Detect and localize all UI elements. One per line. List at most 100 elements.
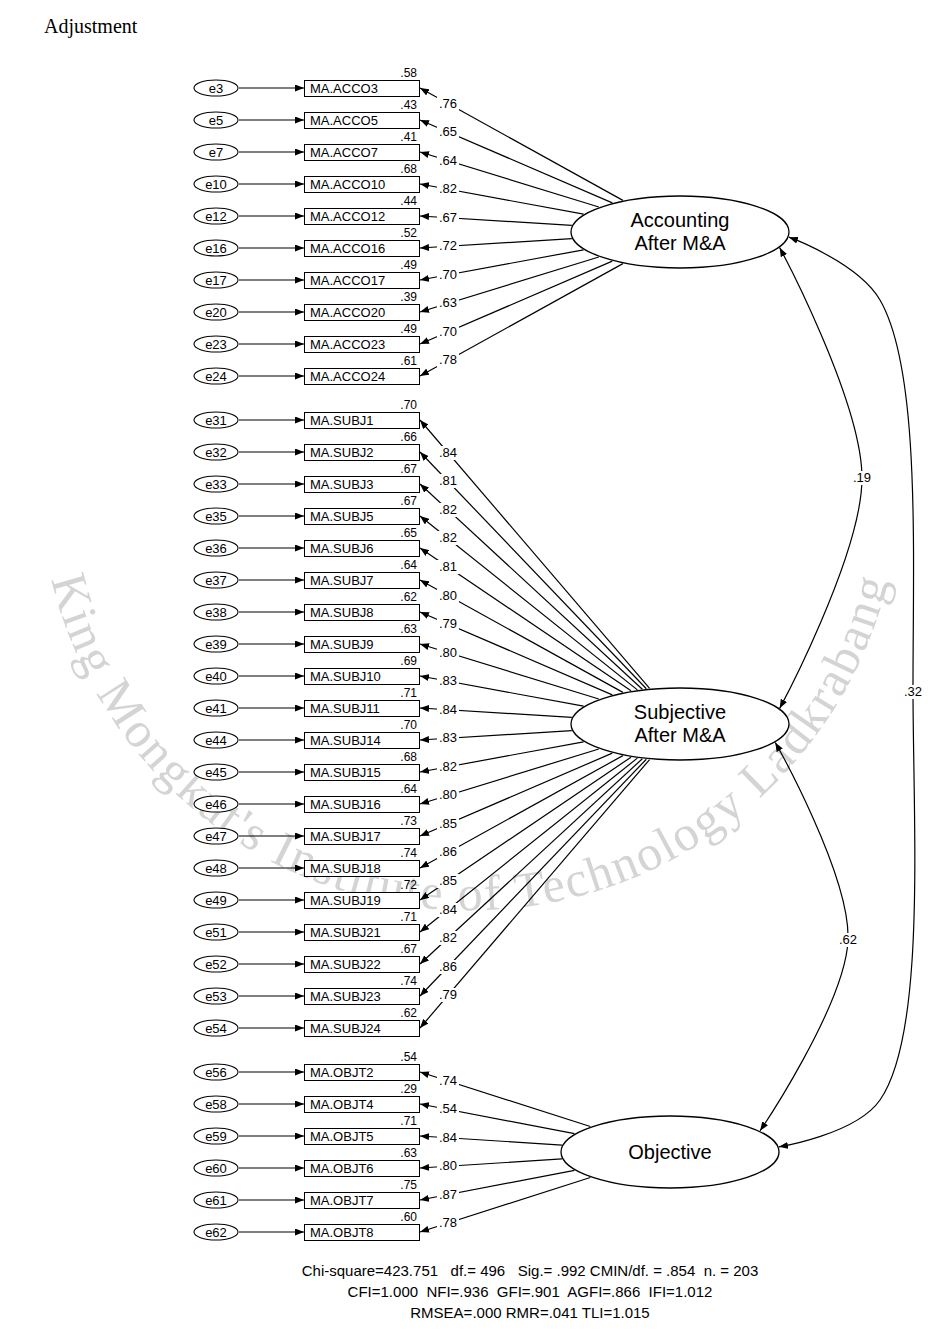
path-coefficient: .72 — [437, 239, 459, 253]
error-arrow — [239, 835, 304, 836]
error-arrow — [239, 963, 304, 964]
error-term: e38 — [193, 603, 239, 621]
variable-name: MA.SUBJ18 — [310, 861, 381, 876]
error-arrow — [239, 279, 304, 280]
loading-arrow — [420, 757, 631, 900]
error-label: e49 — [205, 893, 227, 908]
loading-arrow — [420, 516, 637, 690]
observed-variable: MA.SUBJ15.68 — [304, 764, 420, 781]
error-arrow — [239, 311, 304, 312]
error-term: e48 — [193, 859, 239, 877]
variable-name: MA.SUBJ21 — [310, 925, 381, 940]
error-arrow — [239, 579, 304, 580]
variable-name: MA.SUBJ19 — [310, 893, 381, 908]
loading-arrow — [420, 548, 631, 691]
error-arrow — [239, 899, 304, 900]
fit-statistics: CFI=1.000 NFI=.936 GFI=.901 AGFI=.866 IF… — [348, 1283, 713, 1301]
variable-name: MA.SUBJ16 — [310, 797, 381, 812]
observed-variable: MA.SUBJ10.69 — [304, 668, 420, 685]
latent-name: Objective — [628, 1141, 711, 1164]
path-coefficient: .78 — [437, 353, 459, 367]
correlation-arrow — [780, 248, 862, 709]
variable-name: MA.ACCO17 — [310, 273, 385, 288]
path-coefficient: .81 — [437, 474, 459, 488]
r-squared: .74 — [400, 975, 417, 988]
r-squared: .63 — [400, 1147, 417, 1160]
error-term: e5 — [193, 111, 239, 129]
error-label: e40 — [205, 669, 227, 684]
path-coefficient: .81 — [437, 560, 459, 574]
path-coefficient: .85 — [437, 874, 459, 888]
observed-variable: MA.SUBJ2.66 — [304, 444, 420, 461]
r-squared: .71 — [400, 911, 417, 924]
error-term: e3 — [193, 79, 239, 97]
error-label: e59 — [205, 1129, 227, 1144]
r-squared: .60 — [400, 1211, 417, 1224]
error-term: e36 — [193, 539, 239, 557]
variable-name: MA.ACCO5 — [310, 113, 378, 128]
error-term: e33 — [193, 475, 239, 493]
error-label: e48 — [205, 861, 227, 876]
r-squared: .62 — [400, 591, 417, 604]
variable-name: MA.ACCO23 — [310, 337, 385, 352]
error-term: e52 — [193, 955, 239, 973]
latent-variable: Accounting After M&A — [570, 195, 790, 269]
error-label: e16 — [205, 241, 227, 256]
error-term: e59 — [193, 1127, 239, 1145]
observed-variable: MA.OBJT5.71 — [304, 1128, 420, 1145]
variable-name: MA.OBJT5 — [310, 1129, 374, 1144]
r-squared: .61 — [400, 355, 417, 368]
error-arrow — [239, 87, 304, 88]
observed-variable: MA.SUBJ7.64 — [304, 572, 420, 589]
error-term: e44 — [193, 731, 239, 749]
correlation-coefficient: .32 — [902, 685, 924, 699]
error-label: e41 — [205, 701, 227, 716]
observed-variable: MA.SUBJ21.71 — [304, 924, 420, 941]
error-label: e17 — [205, 273, 227, 288]
observed-variable: MA.SUBJ5.67 — [304, 508, 420, 525]
loading-arrow — [420, 612, 612, 695]
r-squared: .54 — [400, 1051, 417, 1064]
variable-name: MA.ACCO10 — [310, 177, 385, 192]
observed-variable: MA.SUBJ6.65 — [304, 540, 420, 557]
error-term: e45 — [193, 763, 239, 781]
error-label: e31 — [205, 413, 227, 428]
diagram-title: Adjustment — [44, 14, 137, 38]
error-arrow — [239, 215, 304, 216]
observed-variable: MA.ACCO24.61 — [304, 368, 420, 385]
error-arrow — [239, 1231, 304, 1232]
variable-name: MA.SUBJ22 — [310, 957, 381, 972]
loading-arrow — [420, 261, 612, 344]
error-term: e53 — [193, 987, 239, 1005]
r-squared: .75 — [400, 1179, 417, 1192]
error-arrow — [239, 867, 304, 868]
r-squared: .68 — [400, 751, 417, 764]
path-coefficient: .86 — [437, 960, 459, 974]
latent-name: Subjective After M&A — [618, 701, 743, 747]
variable-name: MA.SUBJ1 — [310, 413, 374, 428]
r-squared: .70 — [400, 719, 417, 732]
observed-variable: MA.SUBJ3.67 — [304, 476, 420, 493]
error-arrow — [239, 419, 304, 420]
error-term: e32 — [193, 443, 239, 461]
error-term: e49 — [193, 891, 239, 909]
error-arrow — [239, 931, 304, 932]
observed-variable: MA.ACCO5.43 — [304, 112, 420, 129]
path-coefficient: .82 — [437, 503, 459, 517]
loading-arrow — [420, 1072, 590, 1126]
error-arrow — [239, 1199, 304, 1200]
observed-variable: MA.SUBJ24.62 — [304, 1020, 420, 1037]
loading-arrow — [420, 759, 646, 996]
path-coefficient: .84 — [437, 703, 459, 717]
variable-name: MA.ACCO24 — [310, 369, 385, 384]
loading-arrow — [420, 152, 599, 207]
error-term: e54 — [193, 1019, 239, 1037]
path-coefficient: .80 — [437, 589, 459, 603]
r-squared: .43 — [400, 99, 417, 112]
r-squared: .62 — [400, 1007, 417, 1020]
observed-variable: MA.ACCO10.68 — [304, 176, 420, 193]
error-term: e46 — [193, 795, 239, 813]
r-squared: .41 — [400, 131, 417, 144]
variable-name: MA.OBJT8 — [310, 1225, 374, 1240]
fit-statistics: Chi-square=423.751 df.= 496 Sig.= .992 C… — [302, 1262, 759, 1280]
